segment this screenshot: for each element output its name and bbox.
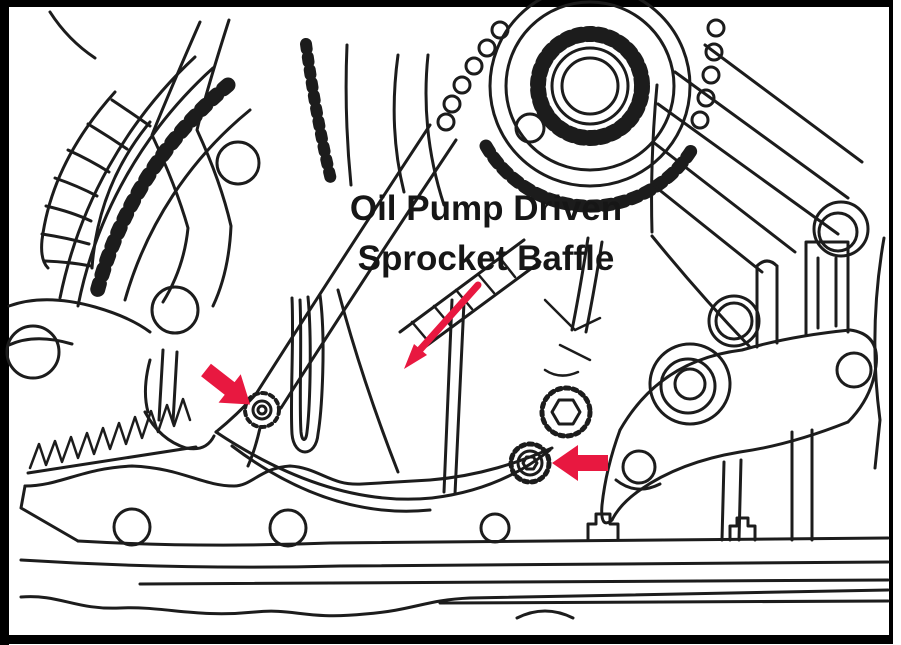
callout-arrow-right-bolt [552, 445, 608, 481]
hex-nut [539, 385, 593, 439]
oil-pan-rail [19, 428, 890, 620]
drive-sprocket-bearing [488, 0, 692, 188]
case-brackets [755, 240, 850, 349]
drive-chain [436, 18, 726, 213]
callout-arrow-baffle [404, 281, 482, 369]
case-top-center [300, 38, 446, 207]
case-ribs [650, 43, 886, 470]
left-baffle-bolt [243, 391, 281, 429]
diagram-label-line1: Oil Pump Driven [349, 189, 623, 228]
selector-linkage [600, 294, 878, 525]
callout-arrow-left-bolt [201, 363, 251, 405]
diagram-label-line2: Sprocket Baffle [357, 238, 615, 278]
ring-gear [5, 10, 458, 475]
diagram-label: Oil Pump Driven Sprocket Baffle [312, 184, 660, 283]
callout-arrows [201, 281, 608, 481]
